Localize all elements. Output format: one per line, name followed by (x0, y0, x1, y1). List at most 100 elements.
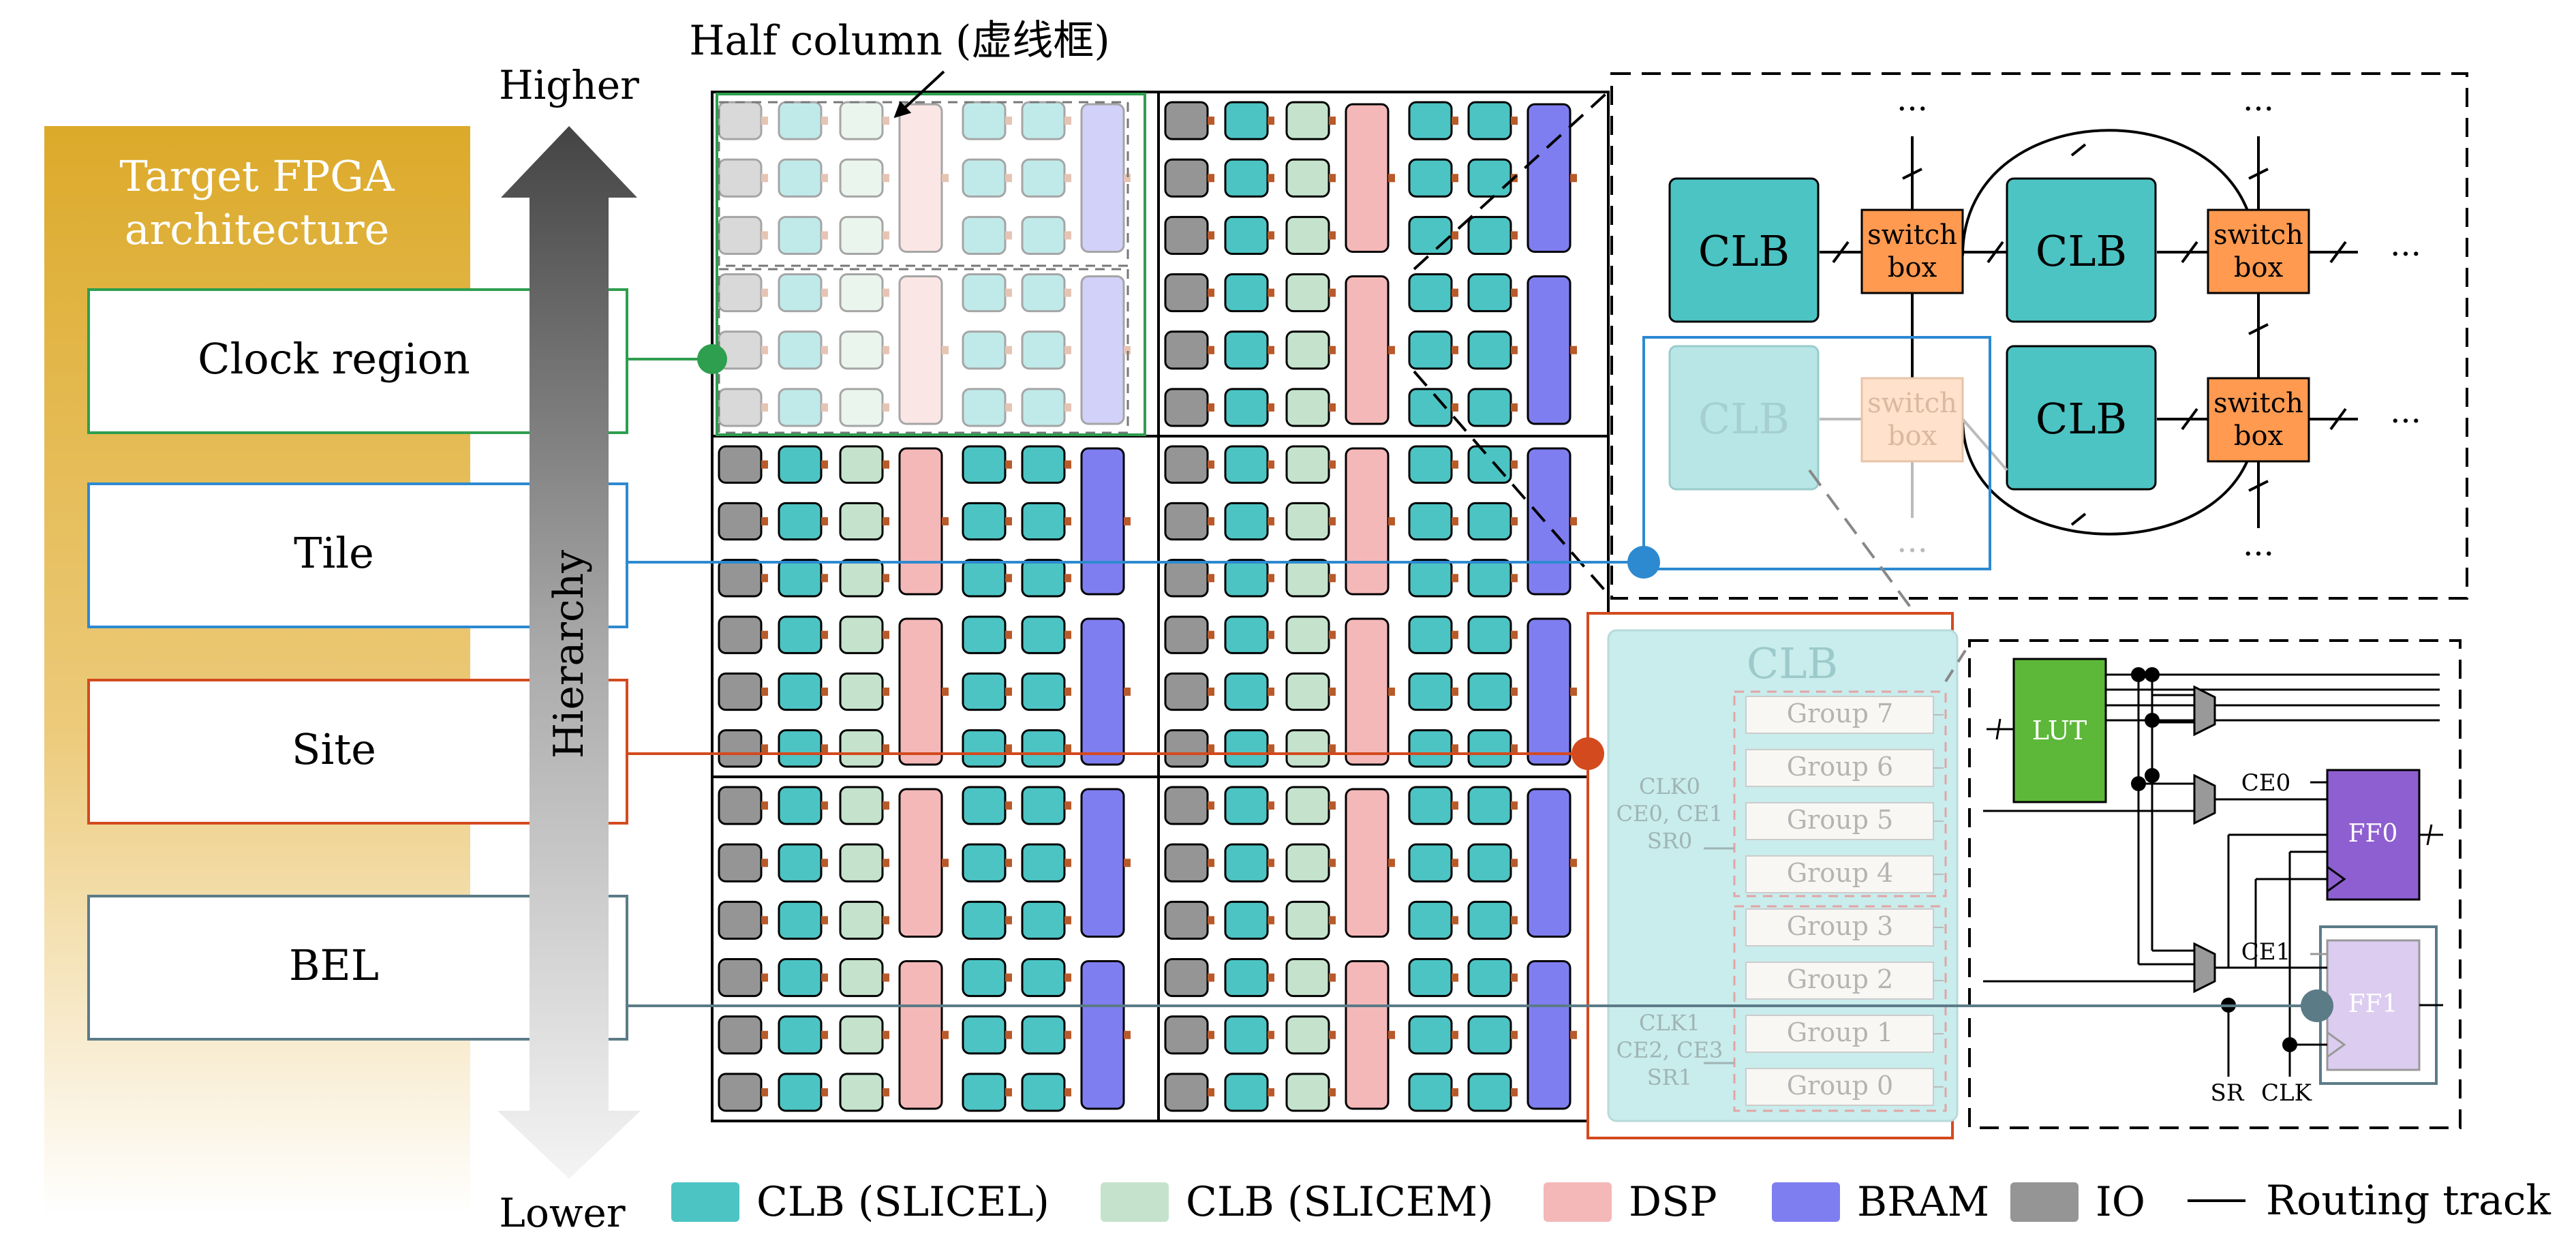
clb-slicem-tile[interactable] (1285, 215, 1330, 256)
clb-slicem-tile[interactable] (1285, 158, 1330, 198)
clb-slicel-tile[interactable] (778, 158, 823, 198)
clb-slicel-tile[interactable] (962, 958, 1007, 998)
clb-slicel-tile[interactable] (1021, 502, 1066, 541)
io-tile[interactable] (718, 672, 763, 711)
clb-slicel-tile[interactable] (962, 388, 1007, 427)
io-tile[interactable] (718, 215, 763, 256)
clb-slicel-tile[interactable] (1408, 729, 1453, 768)
bram-tile[interactable] (1527, 617, 1571, 766)
clb-slicem-tile[interactable] (1285, 958, 1330, 998)
clb-slicel-tile[interactable] (1467, 672, 1512, 711)
clb-slicel-tile[interactable] (1408, 843, 1453, 882)
io-tile[interactable] (718, 445, 763, 484)
clb-slicel-tile[interactable] (1021, 672, 1066, 711)
clb-slicem-tile[interactable] (1285, 843, 1330, 882)
clb-slicel-tile[interactable] (962, 1073, 1007, 1112)
clb-slicel-tile[interactable] (962, 445, 1007, 484)
clb-slicel-tile[interactable] (1021, 786, 1066, 825)
site-group[interactable] (1745, 749, 1934, 787)
clb-slicel-tile[interactable] (1467, 445, 1512, 484)
io-tile[interactable] (1164, 273, 1209, 313)
clb-slicem-tile[interactable] (1285, 101, 1330, 140)
clb-slicel-tile[interactable] (778, 615, 823, 654)
clb-slicel-tile[interactable] (962, 215, 1007, 256)
clb-slicel-tile[interactable] (1408, 559, 1453, 598)
clb-slicel-tile[interactable] (778, 729, 823, 768)
clb-slicel-tile[interactable] (1467, 559, 1512, 598)
clb-slicel-tile[interactable] (1224, 615, 1269, 654)
io-tile[interactable] (1164, 1015, 1209, 1055)
clb-slicel-tile[interactable] (1224, 1073, 1269, 1112)
tile-highlight-box[interactable] (1642, 336, 1991, 570)
clb-slicel-tile[interactable] (778, 215, 823, 256)
bram-tile[interactable] (1527, 960, 1571, 1110)
dsp-tile[interactable] (898, 788, 943, 938)
io-tile[interactable] (1164, 1073, 1209, 1112)
clb-slicel-tile[interactable] (1408, 615, 1453, 654)
clb-slicel-tile[interactable] (1021, 900, 1066, 940)
clb-slicem-tile[interactable] (1285, 900, 1330, 940)
io-tile[interactable] (1164, 559, 1209, 598)
io-tile[interactable] (718, 1073, 763, 1112)
clb-slicel-tile[interactable] (1021, 729, 1066, 768)
clb-slicel-tile[interactable] (1224, 331, 1269, 370)
bram-tile[interactable] (1527, 103, 1571, 253)
clb-slicem-tile[interactable] (839, 1015, 884, 1055)
tile-clb-faded[interactable] (1668, 345, 1820, 491)
clb-slicel-tile[interactable] (1224, 388, 1269, 427)
clb-slicel-tile[interactable] (1408, 1015, 1453, 1055)
clb-slicel-tile[interactable] (1021, 559, 1066, 598)
clb-slicel-tile[interactable] (1224, 900, 1269, 940)
clb-slicem-tile[interactable] (839, 445, 884, 484)
clb-slicel-tile[interactable] (1408, 215, 1453, 256)
clb-slicem-tile[interactable] (1285, 672, 1330, 711)
clb-slicel-tile[interactable] (962, 672, 1007, 711)
clb-slicel-tile[interactable] (962, 559, 1007, 598)
tile-switch-box[interactable] (2207, 377, 2310, 463)
clb-slicel-tile[interactable] (1408, 331, 1453, 370)
clb-slicel-tile[interactable] (1467, 331, 1512, 370)
mux-top[interactable] (2193, 685, 2216, 737)
clb-slicel-tile[interactable] (1021, 215, 1066, 256)
clock-region[interactable] (1164, 101, 1577, 427)
clb-slicem-tile[interactable] (839, 273, 884, 313)
clb-slicel-tile[interactable] (1467, 388, 1512, 427)
clb-slicel-tile[interactable] (962, 786, 1007, 825)
clb-slicel-tile[interactable] (1408, 273, 1453, 313)
io-tile[interactable] (1164, 101, 1209, 140)
clb-slicel-tile[interactable] (1224, 958, 1269, 998)
clb-slicel-tile[interactable] (962, 502, 1007, 541)
clb-slicel-tile[interactable] (778, 843, 823, 882)
io-tile[interactable] (1164, 786, 1209, 825)
clb-slicel-tile[interactable] (1224, 101, 1269, 140)
dsp-tile[interactable] (898, 617, 943, 766)
mux-bottom[interactable] (2193, 942, 2216, 994)
dsp-tile[interactable] (1345, 617, 1390, 766)
bram-tile[interactable] (1527, 275, 1571, 425)
clb-slicel-tile[interactable] (1467, 273, 1512, 313)
clb-slicel-tile[interactable] (1021, 445, 1066, 484)
clb-slicel-tile[interactable] (1224, 502, 1269, 541)
clb-slicel-tile[interactable] (962, 900, 1007, 940)
clb-slicel-tile[interactable] (778, 445, 823, 484)
clb-slicem-tile[interactable] (1285, 388, 1330, 427)
clb-slicel-tile[interactable] (962, 331, 1007, 370)
clb-slicem-tile[interactable] (839, 786, 884, 825)
dsp-tile[interactable] (898, 103, 943, 253)
dsp-tile[interactable] (898, 447, 943, 596)
clb-slicel-tile[interactable] (1467, 158, 1512, 198)
clb-slicel-tile[interactable] (778, 273, 823, 313)
bram-tile[interactable] (1080, 960, 1125, 1110)
io-tile[interactable] (1164, 729, 1209, 768)
clb-slicel-tile[interactable] (1408, 445, 1453, 484)
io-tile[interactable] (1164, 843, 1209, 882)
io-tile[interactable] (1164, 900, 1209, 940)
clb-slicem-tile[interactable] (839, 729, 884, 768)
dsp-tile[interactable] (1345, 447, 1390, 596)
io-tile[interactable] (1164, 158, 1209, 198)
mux-mid[interactable] (2193, 773, 2216, 825)
clb-slicel-tile[interactable] (1467, 958, 1512, 998)
clb-slicel-tile[interactable] (1224, 1015, 1269, 1055)
clb-slicel-tile[interactable] (778, 388, 823, 427)
clb-slicel-tile[interactable] (1408, 672, 1453, 711)
